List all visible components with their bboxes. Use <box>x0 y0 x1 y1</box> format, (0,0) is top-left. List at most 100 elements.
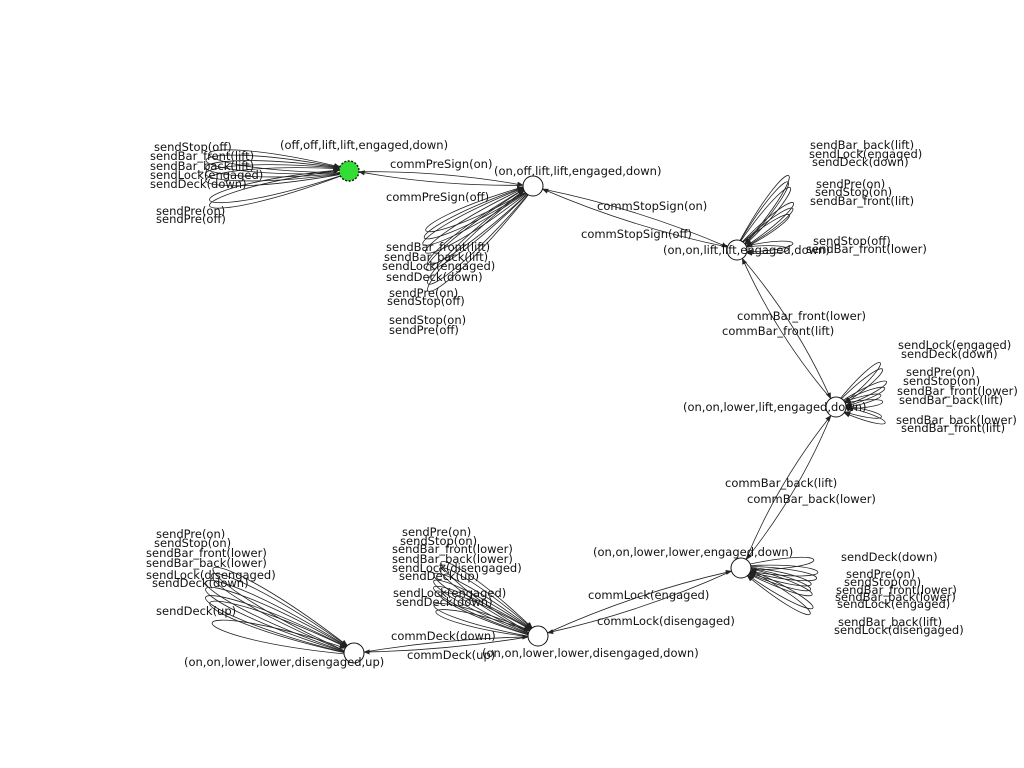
self-loop-label: sendStop(on) <box>389 313 466 327</box>
state-label: (on,on,lower,lower,engaged,down) <box>593 545 793 559</box>
transition-label: commLock(disengaged) <box>597 614 735 628</box>
self-loop-label: sendBar_back(lower) <box>835 590 956 604</box>
self-loop-s5 <box>435 609 531 638</box>
self-loop-label: sendDeck(up) <box>399 569 479 583</box>
self-loop-s0 <box>205 154 341 175</box>
self-loop-label: sendBar_front(lift) <box>901 421 1005 435</box>
state-label: (on,on,lower,lower,disengaged,down) <box>482 646 699 660</box>
self-loop-s0 <box>208 149 341 174</box>
state-node <box>730 557 752 579</box>
self-loop-label: sendDeck(down) <box>841 550 938 564</box>
state-label: (off,off,lift,lift,engaged,down) <box>280 138 448 152</box>
state-node <box>726 239 748 261</box>
transition-arrow-s1-s0 <box>358 170 524 186</box>
self-loop-s4 <box>748 568 813 597</box>
states-layer <box>338 160 847 664</box>
self-loop-s1 <box>422 187 527 246</box>
self-loop-label: sendBar_front(lower) <box>806 242 927 256</box>
self-loop-s3 <box>844 405 882 419</box>
self-loop-label: sendDeck(up) <box>156 604 236 618</box>
self-loop-s2 <box>740 186 792 246</box>
self-loop-s2 <box>739 175 790 245</box>
transition-arrow-s3-s2 <box>741 257 831 399</box>
self-loop-label: sendStop(on) <box>844 575 921 589</box>
self-loop-s0 <box>205 165 340 187</box>
self-loops-layer <box>205 149 887 655</box>
state-node <box>522 175 544 197</box>
self-loop-s6 <box>209 600 347 654</box>
self-loop-s1 <box>425 189 528 271</box>
self-loop-label: sendPre(off) <box>156 212 226 226</box>
self-loop-s1 <box>427 190 529 292</box>
self-loop-s2 <box>742 202 794 247</box>
self-loop-label: sendBar_back(lower) <box>896 413 1017 427</box>
self-loop-label: sendLock(engaged) <box>809 147 922 161</box>
transition-arrow-s3-s4 <box>745 415 832 560</box>
state-label: (on,off,lift,lift,engaged,down) <box>494 164 661 178</box>
self-loop-label: sendBar_front(lift) <box>386 240 490 254</box>
self-loop-label: sendBar_back(lift) <box>384 250 488 264</box>
self-loop-label: sendLock(disengaged) <box>146 568 276 582</box>
self-loop-label: sendLock(engaged) <box>150 168 263 182</box>
self-loop-label: sendStop(on) <box>154 536 231 550</box>
transition-arrow-s2-s1 <box>541 188 728 248</box>
transition-label: commBar_back(lift) <box>725 476 837 490</box>
self-loop-s3 <box>840 362 881 403</box>
self-loop-label: sendLock(engaged) <box>898 338 1011 352</box>
transition-label: commDeck(down) <box>391 629 496 643</box>
state-label: (on,on,lower,lower,disengaged,up) <box>184 655 384 669</box>
self-loop-label: sendBar_front(lower) <box>146 546 267 560</box>
self-loop-s2 <box>746 240 794 255</box>
self-loop-s3 <box>841 368 884 404</box>
self-loop-s4 <box>746 570 811 615</box>
self-loop-s2 <box>742 207 794 248</box>
self-loop-s5 <box>433 579 532 635</box>
self-loop-s2 <box>745 245 789 256</box>
transition-arrow-s5-s4 <box>547 569 733 634</box>
transition-label: commBar_front(lower) <box>737 309 866 323</box>
transition-label: commDeck(up) <box>407 648 495 662</box>
self-loop-s1 <box>427 189 529 285</box>
transition-label: commLock(engaged) <box>588 588 709 602</box>
self-loop-label: sendLock(engaged) <box>837 597 950 611</box>
self-loop-s0 <box>205 164 341 182</box>
self-loop-label: sendDeck(down) <box>396 595 493 609</box>
self-loop-label: sendStop(on) <box>400 534 477 548</box>
self-loop-label: sendLock(engaged) <box>382 259 495 273</box>
self-loop-label: sendBar_front(lower) <box>897 384 1018 398</box>
state-node <box>825 396 847 418</box>
transition-arrow-s5-s6 <box>363 636 529 655</box>
self-loop-label: sendStop(on) <box>815 185 892 199</box>
self-loop-s3 <box>843 406 886 425</box>
self-loop-s3 <box>844 393 882 409</box>
self-loop-label: sendPre(on) <box>156 204 225 218</box>
self-loop-label: sendBar_front(lower) <box>836 583 957 597</box>
self-loop-label: sendStop(off) <box>154 140 232 154</box>
transition-arrow-s2-s3 <box>742 258 832 400</box>
self-loop-s5 <box>433 585 532 636</box>
state-node <box>343 642 365 664</box>
state-node <box>527 625 549 647</box>
self-loop-s4 <box>750 556 815 573</box>
transition-label: commPreSign(off) <box>386 190 489 204</box>
self-loop-s6 <box>205 580 348 652</box>
self-loop-label: sendStop(on) <box>903 374 980 388</box>
self-loop-s5 <box>439 567 533 634</box>
transition-arrow-s4-s5 <box>546 570 732 635</box>
transition-label: commStopSign(on) <box>597 199 707 213</box>
transition-label: commStopSign(off) <box>581 227 692 241</box>
self-loop-label: sendPre(on) <box>402 525 471 539</box>
self-loop-s1 <box>425 186 526 233</box>
state-label: (on,on,lower,lift,engaged,down) <box>683 400 867 414</box>
state-label: (on,on,lift,lift,engaged,down) <box>663 243 830 257</box>
self-loop-s0 <box>205 160 341 178</box>
transition-arrow-s1-s2 <box>542 188 729 248</box>
transitions-layer <box>358 170 832 655</box>
transition-label: commPreSign(on) <box>390 157 492 171</box>
self-loop-label: sendDeck(down) <box>386 270 483 284</box>
self-loop-s4 <box>749 565 817 582</box>
self-loop-s2 <box>743 214 790 248</box>
self-loop-label: sendBar_front(lift) <box>810 194 914 208</box>
self-loop-label: sendPre(on) <box>816 177 885 191</box>
